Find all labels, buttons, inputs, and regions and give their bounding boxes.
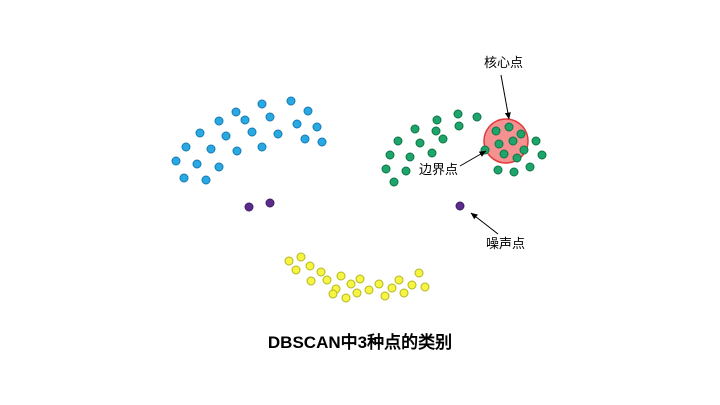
cluster-green-point bbox=[432, 115, 442, 125]
cluster-blue-point bbox=[300, 134, 310, 144]
core-point-label: 核心点 bbox=[484, 55, 524, 70]
cluster-green-point bbox=[504, 122, 514, 132]
cluster-green-point bbox=[401, 166, 411, 176]
cluster-blue-point bbox=[257, 99, 267, 109]
cluster-green-point bbox=[438, 134, 448, 144]
cluster-yellow-point bbox=[316, 267, 326, 277]
cluster-blue-point bbox=[303, 106, 313, 116]
cluster-blue-point bbox=[257, 142, 267, 152]
cluster-green-point bbox=[454, 121, 464, 131]
cluster-yellow-point bbox=[374, 279, 384, 289]
cluster-blue-point bbox=[273, 129, 283, 139]
cluster-green-point bbox=[381, 164, 391, 174]
noise-purple-point bbox=[265, 198, 275, 208]
cluster-green-point bbox=[427, 148, 437, 158]
cluster-blue-point bbox=[240, 115, 250, 125]
cluster-green-point bbox=[516, 129, 526, 139]
cluster-yellow-point bbox=[322, 275, 332, 285]
core-arrow bbox=[500, 74, 511, 120]
cluster-blue-point bbox=[179, 173, 189, 183]
noise-arrow bbox=[470, 212, 499, 235]
cluster-green-point bbox=[393, 136, 403, 146]
cluster-yellow-point bbox=[352, 288, 362, 298]
cluster-blue-point bbox=[292, 119, 302, 129]
cluster-yellow-point bbox=[364, 285, 374, 295]
cluster-yellow-point bbox=[414, 268, 424, 278]
cluster-green-point bbox=[519, 145, 529, 155]
cluster-yellow-point bbox=[341, 293, 351, 303]
cluster-blue-point bbox=[195, 128, 205, 138]
cluster-yellow-point bbox=[355, 274, 365, 284]
cluster-green-point bbox=[525, 162, 535, 172]
cluster-green-point bbox=[415, 138, 425, 148]
cluster-green-point bbox=[512, 153, 522, 163]
cluster-blue-point bbox=[206, 144, 216, 154]
cluster-yellow-point bbox=[407, 280, 417, 290]
cluster-yellow-point bbox=[380, 291, 390, 301]
cluster-green-point bbox=[499, 149, 509, 159]
cluster-blue-point bbox=[171, 156, 181, 166]
cluster-yellow-point bbox=[306, 276, 316, 286]
cluster-green-point bbox=[472, 112, 482, 122]
noise-purple-point bbox=[244, 202, 254, 212]
cluster-blue-point bbox=[214, 116, 224, 126]
arrows-layer bbox=[459, 74, 511, 235]
cluster-green-point bbox=[385, 150, 395, 160]
cluster-yellow-point bbox=[346, 279, 356, 289]
cluster-yellow-point bbox=[336, 271, 346, 281]
cluster-yellow-point bbox=[305, 261, 315, 271]
cluster-green-point bbox=[431, 126, 441, 136]
cluster-blue-point bbox=[265, 112, 275, 122]
cluster-yellow-point bbox=[296, 252, 306, 262]
cluster-blue-point bbox=[192, 159, 202, 169]
cluster-yellow-point bbox=[399, 288, 409, 298]
cluster-blue-point bbox=[221, 131, 231, 141]
cluster-green-point bbox=[508, 136, 518, 146]
cluster-yellow-point bbox=[291, 265, 301, 275]
cluster-green-point bbox=[494, 139, 504, 149]
border-arrow bbox=[459, 150, 487, 167]
cluster-green-point bbox=[410, 124, 420, 134]
noise-purple-point bbox=[455, 201, 465, 211]
cluster-blue-point bbox=[286, 96, 296, 106]
cluster-yellow-point bbox=[387, 283, 397, 293]
cluster-blue-point bbox=[317, 137, 327, 147]
cluster-yellow-point bbox=[420, 282, 430, 292]
cluster-yellow-point bbox=[328, 289, 338, 299]
cluster-yellow-point bbox=[394, 275, 404, 285]
cluster-blue-point bbox=[312, 122, 322, 132]
cluster-green-point bbox=[537, 150, 547, 160]
cluster-green-point bbox=[531, 136, 541, 146]
cluster-green-point bbox=[491, 126, 501, 136]
cluster-blue-point bbox=[247, 127, 257, 137]
cluster-blue-point bbox=[231, 107, 241, 117]
cluster-green-point bbox=[509, 167, 519, 177]
border-point-label: 边界点 bbox=[419, 162, 459, 177]
cluster-blue-point bbox=[181, 142, 191, 152]
cluster-blue-point bbox=[232, 146, 242, 156]
cluster-green-point bbox=[389, 177, 399, 187]
noise-point-label: 噪声点 bbox=[486, 236, 526, 251]
cluster-green-point bbox=[493, 165, 503, 175]
cluster-blue-point bbox=[201, 175, 211, 185]
cluster-green-point bbox=[405, 152, 415, 162]
slide-title: DBSCAN中3种点的类别 bbox=[267, 333, 453, 352]
cluster-blue-point bbox=[214, 162, 224, 172]
cluster-yellow-point bbox=[284, 256, 294, 266]
cluster-green-point bbox=[453, 109, 463, 119]
